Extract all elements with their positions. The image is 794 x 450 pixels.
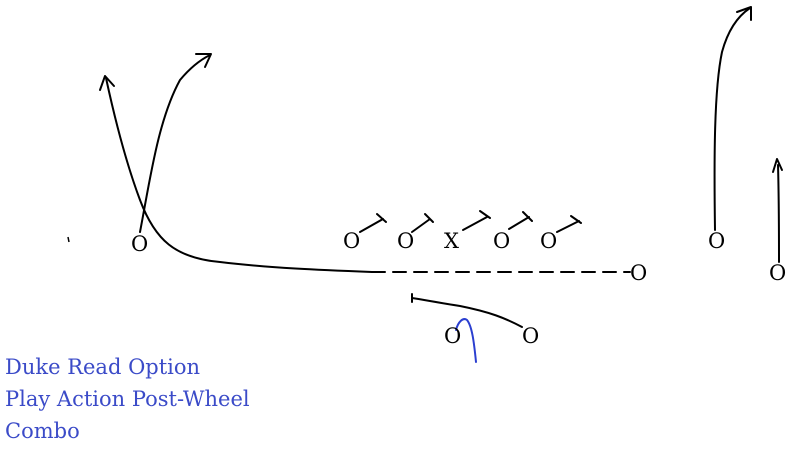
player-wr-far-right: O (769, 261, 786, 285)
stray-mark (67, 236, 70, 243)
route-far-right-vertical (777, 164, 780, 263)
block-lg (411, 213, 434, 233)
route-right-slot-vertical (713, 7, 751, 231)
route-post-wheel-long (105, 77, 373, 273)
player-tight-end: O (630, 261, 647, 285)
player-right-tackle: O (540, 229, 557, 253)
player-running-back: O (522, 324, 539, 348)
player-wr-slot-right: O (708, 229, 725, 253)
route-rb-sweep (411, 297, 523, 328)
player-wr-left: O (131, 232, 148, 256)
block-rt (556, 215, 582, 233)
caption-line-1: Duke Read Option (5, 355, 201, 379)
arrowhead-post-wheel-long (99, 75, 115, 91)
player-left-guard: O (397, 229, 414, 253)
player-right-guard: O (493, 229, 510, 253)
caption-line-3: Combo (5, 419, 80, 443)
arrowhead-far-right-vertical (772, 158, 783, 173)
block-center (462, 210, 491, 231)
block-lt (359, 213, 387, 233)
route-qb-read (455, 318, 477, 363)
arrowhead-right-slot-vertical (736, 6, 752, 21)
block-rg (508, 211, 533, 230)
route-left-wr-streak (139, 54, 211, 233)
player-center: X (444, 229, 459, 253)
caption-line-2: Play Action Post-Wheel (5, 387, 250, 411)
player-left-tackle: O (343, 229, 360, 253)
player-quarterback: O (444, 324, 461, 348)
play-caption: Duke Read Option Play Action Post-Wheel … (5, 351, 250, 447)
arrowhead-left-wr-streak (195, 53, 212, 68)
